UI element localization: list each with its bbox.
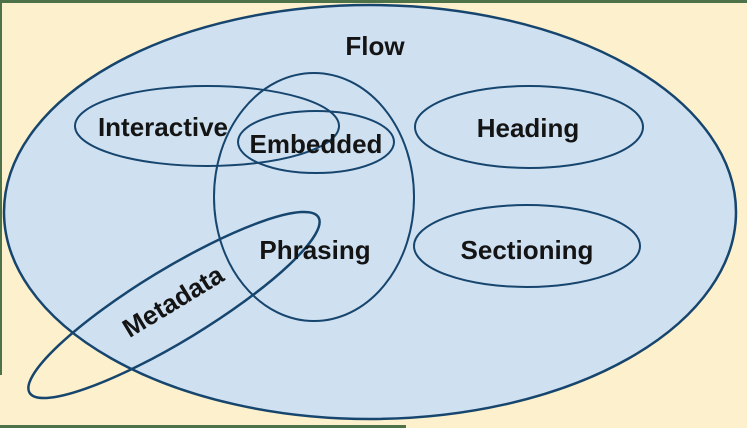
interactive-ellipse [74, 85, 340, 167]
frame-edge-top [0, 0, 747, 3]
interactive-label: Interactive [98, 112, 228, 142]
phrasing-ellipse [213, 72, 415, 322]
embedded-label: Embedded [250, 129, 383, 159]
frame-edge-bottom [0, 425, 406, 428]
phrasing-label: Phrasing [259, 235, 370, 265]
metadata-ellipse [27, 210, 321, 400]
heading-label: Heading [477, 113, 580, 143]
frame-edge-left [0, 0, 2, 375]
embedded-ellipse [237, 110, 395, 174]
flow-ellipse [2, 3, 738, 421]
sectioning-label: Sectioning [461, 235, 594, 265]
flow-label: Flow [345, 31, 405, 61]
sectioning-ellipse [413, 204, 641, 288]
heading-ellipse [414, 85, 644, 169]
